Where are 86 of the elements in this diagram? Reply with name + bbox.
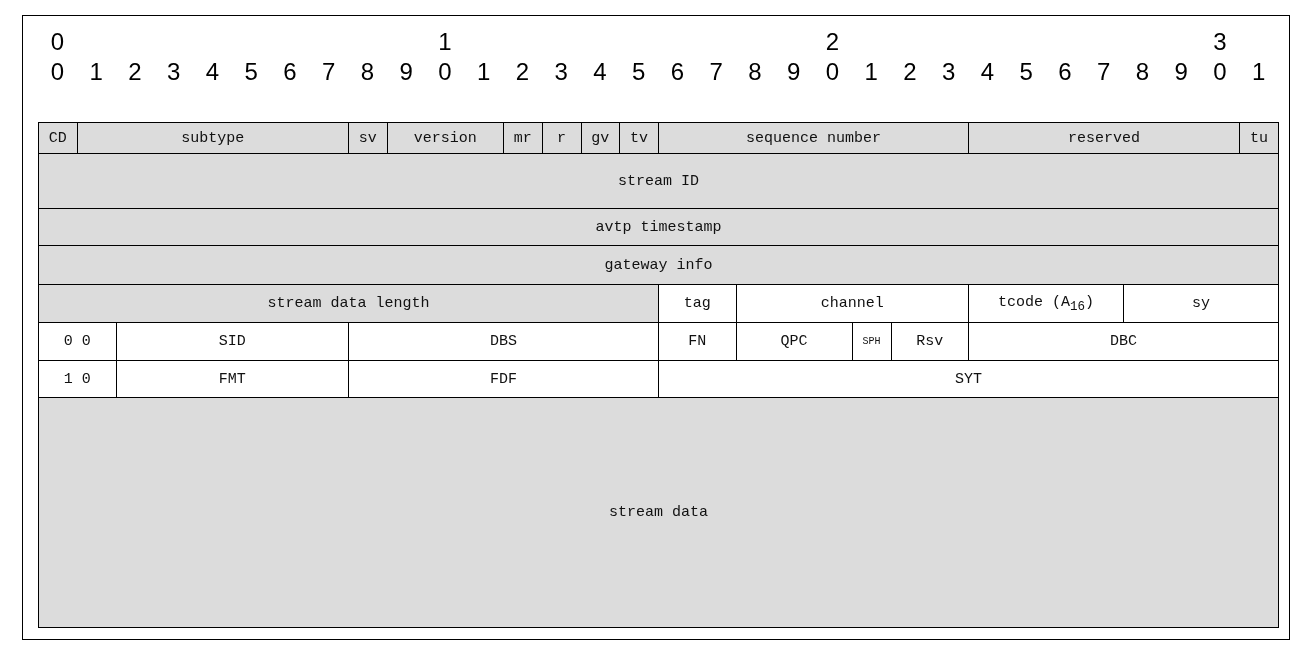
field-cell <box>619 122 659 154</box>
bit-number: 9 <box>785 58 802 86</box>
field-name: FN <box>688 333 707 350</box>
bit-number: 4 <box>979 58 996 86</box>
field-cell <box>658 122 969 154</box>
bit-number: 1 <box>863 58 879 86</box>
field-name: FMT <box>218 370 246 388</box>
field-name: mr <box>513 129 532 147</box>
bit-number: 6 <box>669 58 686 86</box>
bit-number: 2 <box>514 58 531 86</box>
field-name: SPH <box>862 336 881 347</box>
bit-number: 1 <box>437 28 453 56</box>
field-name: DBS <box>490 333 517 350</box>
field-cell <box>38 153 1279 209</box>
field-name: stream data <box>609 504 708 521</box>
field-name: FDF <box>490 370 517 388</box>
field-cell <box>38 284 659 323</box>
field-cell <box>580 122 621 154</box>
bit-number: 1 <box>475 58 492 86</box>
bit-number: 0 <box>1212 58 1228 86</box>
bit-number: 6 <box>1057 58 1073 86</box>
bit-number: 6 <box>282 58 298 86</box>
field-name: r <box>557 129 567 147</box>
bit-number: 7 <box>320 58 337 86</box>
field-cell <box>38 245 1279 285</box>
field-name: SYT <box>955 370 982 388</box>
field-name: tcode (A$_{16}$) <box>997 293 1094 314</box>
bit-number: 0 <box>49 58 66 86</box>
bit-number: 0 <box>824 58 841 86</box>
field-cell <box>541 122 582 154</box>
bit-number: 9 <box>1173 58 1189 86</box>
field-name: gateway info <box>604 256 713 274</box>
bit-number: 3 <box>165 58 182 86</box>
field-name: DBC <box>1110 333 1137 350</box>
bit-number: 2 <box>127 58 143 86</box>
field-cell <box>38 122 78 154</box>
field-name: sv <box>358 129 377 147</box>
bit-number: 5 <box>1018 58 1034 86</box>
field-name: avtp timestamp <box>595 218 722 236</box>
field-name: reserved <box>1068 129 1141 147</box>
bit-number: 7 <box>708 58 724 86</box>
bit-number: 4 <box>592 58 608 86</box>
field-cell <box>503 122 543 154</box>
field-name: version <box>413 129 477 147</box>
bit-number: 0 <box>49 28 66 56</box>
field-cell <box>38 397 1279 628</box>
bit-number: 3 <box>940 58 957 86</box>
field-name: stream ID <box>618 172 699 190</box>
bit-number: 7 <box>1095 58 1112 86</box>
bit-number: 1 <box>1250 58 1267 86</box>
field-name: 0 0 <box>63 333 91 350</box>
field-name: tag <box>683 295 711 312</box>
bit-number: 5 <box>630 58 647 86</box>
field-name: QPC <box>780 333 808 350</box>
field-name: Rsv <box>916 333 944 350</box>
bit-number: 1 <box>88 58 104 86</box>
bit-number: 2 <box>902 58 918 86</box>
field-name: tu <box>1250 129 1269 147</box>
bit-number: 8 <box>747 58 763 86</box>
field-name: 1 0 <box>63 370 91 388</box>
field-name: tv <box>630 129 649 147</box>
bit-number: 2 <box>824 28 841 56</box>
field-name: sequence number <box>746 129 881 147</box>
field-name: SID <box>218 333 246 350</box>
field-cell <box>386 122 504 154</box>
field-name: stream data length <box>267 295 430 312</box>
bit-number: 9 <box>398 58 414 86</box>
bit-number: 8 <box>1134 58 1151 86</box>
field-name: channel <box>820 295 884 312</box>
field-cell <box>968 122 1241 154</box>
field-name: subtype <box>181 129 245 147</box>
bit-number: 0 <box>437 58 453 86</box>
bit-number: 3 <box>1212 28 1228 56</box>
bit-number: 8 <box>359 58 376 86</box>
bit-number: 4 <box>204 58 221 86</box>
bit-number: 3 <box>553 58 569 86</box>
field-cell <box>76 122 349 154</box>
field-cell <box>38 360 117 398</box>
field-cell <box>348 122 388 154</box>
field-cell <box>38 322 117 361</box>
field-name: gv <box>591 129 610 147</box>
field-cell <box>1239 122 1279 154</box>
field-name: sy <box>1192 295 1210 312</box>
field-cell <box>38 208 1279 246</box>
field-name: CD <box>48 129 67 147</box>
bit-number: 5 <box>243 58 259 86</box>
